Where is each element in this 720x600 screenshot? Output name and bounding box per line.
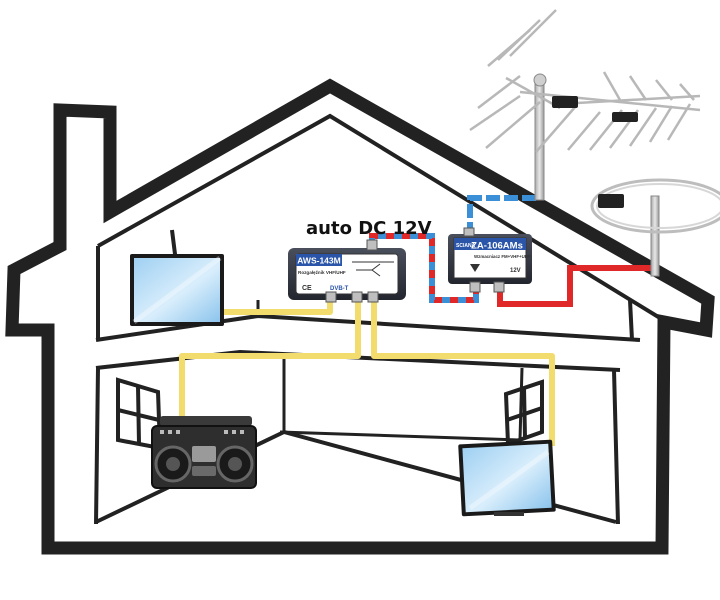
auto-dc-12v-label: auto DC 12V xyxy=(306,218,432,239)
amplifier-model: ZA-106AMs xyxy=(471,241,523,252)
antenna-balun xyxy=(552,96,578,108)
outer-wall xyxy=(5,78,715,555)
amplifier-voltage: 12V xyxy=(510,268,521,274)
splitter-model: AWS-143M xyxy=(297,256,340,266)
amplifier-subtitle: Wzmacniacz FM+VHF+UHF xyxy=(474,254,531,259)
fm-ring-antenna xyxy=(590,178,720,277)
splitter-badge-dvbt: DVB-T xyxy=(330,286,349,292)
amplifier-brand: SCIANA xyxy=(456,243,476,249)
tv-attic xyxy=(130,229,224,326)
room-ceiling xyxy=(95,349,621,372)
amplifier-za-106ams: SCIANA ZA-106AMs Wzmacniacz FM+VHF+UHF 1… xyxy=(448,227,532,293)
window-right xyxy=(503,379,544,447)
splitter-subtitle: Rozgałęźnik VHF/UHF xyxy=(298,270,346,275)
boombox-radio xyxy=(151,416,257,489)
power-cable xyxy=(497,265,654,307)
dc-power-cable xyxy=(369,233,479,303)
antenna-cable xyxy=(467,195,538,236)
splitter-badge-ce: CE xyxy=(302,285,312,292)
cable-radio xyxy=(179,300,361,424)
tv-ground-floor xyxy=(458,439,556,517)
room-right-wall xyxy=(612,369,620,525)
room-left-wall xyxy=(94,367,100,525)
attic-roof-line xyxy=(97,113,662,320)
splitter-aws-143m: AWS-143M Rozgałęźnik VHF/UHF CE DVB-T xyxy=(288,239,406,303)
yagi-antenna xyxy=(469,9,701,201)
cable-ground-tv xyxy=(371,300,555,446)
